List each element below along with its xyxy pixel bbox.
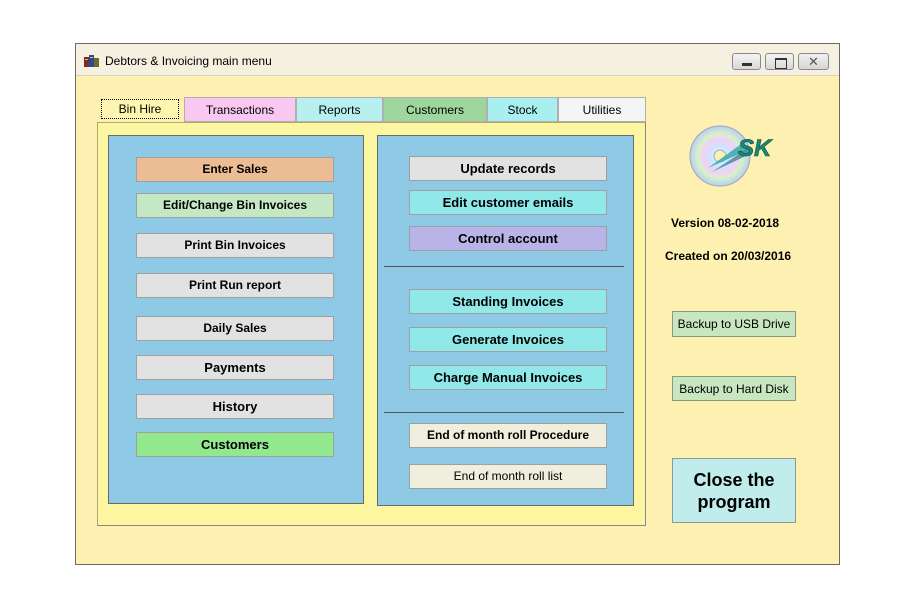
customers-button[interactable]: Customers [136,432,334,457]
version-label: Version 08-02-2018 [671,216,780,230]
close-icon: ✕ [808,54,819,69]
close-program-button[interactable]: Close the program [672,458,796,523]
payments-button[interactable]: Payments [136,355,334,380]
minimize-button[interactable] [732,53,761,70]
right-button-group: Update records Edit customer emails Cont… [377,135,634,506]
backup-usb-button[interactable]: Backup to USB Drive [672,311,796,337]
print-bin-invoices-button[interactable]: Print Bin Invoices [136,233,334,258]
control-account-button[interactable]: Control account [409,226,607,251]
daily-sales-button[interactable]: Daily Sales [136,316,334,341]
print-run-report-button[interactable]: Print Run report [136,273,334,298]
tab-utilities[interactable]: Utilities [558,97,646,122]
logo-text: SK [738,135,773,162]
maximize-button[interactable] [765,53,794,70]
group-divider [384,266,624,267]
close-window-button[interactable]: ✕ [798,53,829,70]
bin-hire-panel: Enter Sales Edit/Change Bin Invoices Pri… [97,122,646,526]
generate-invoices-button[interactable]: Generate Invoices [409,327,607,352]
standing-invoices-button[interactable]: Standing Invoices [409,289,607,314]
cd-disc-logo-icon: SK [689,125,773,187]
tab-stock[interactable]: Stock [487,97,558,122]
charge-manual-invoices-button[interactable]: Charge Manual Invoices [409,365,607,390]
title-bar[interactable]: Debtors & Invoicing main menu ✕ [76,44,839,76]
end-of-month-roll-procedure-button[interactable]: End of month roll Procedure [409,423,607,448]
group-divider [384,412,624,413]
close-program-line2: program [697,491,771,512]
enter-sales-button[interactable]: Enter Sales [136,157,334,182]
main-window: Debtors & Invoicing main menu ✕ Bin Hire… [75,43,840,565]
app-icon [84,55,99,67]
backup-hard-disk-button[interactable]: Backup to Hard Disk [672,376,796,401]
update-records-button[interactable]: Update records [409,156,607,181]
tab-bin-hire[interactable]: Bin Hire [101,99,179,119]
close-program-line1: Close the [693,469,775,490]
window-title: Debtors & Invoicing main menu [105,54,272,68]
edit-change-bin-invoices-button[interactable]: Edit/Change Bin Invoices [136,193,334,218]
tab-transactions[interactable]: Transactions [184,97,296,122]
history-button[interactable]: History [136,394,334,419]
end-of-month-roll-list-button[interactable]: End of month roll list [409,464,607,489]
tab-customers[interactable]: Customers [383,97,487,122]
tab-reports[interactable]: Reports [296,97,383,122]
left-button-group: Enter Sales Edit/Change Bin Invoices Pri… [108,135,364,504]
created-date-label: Created on 20/03/2016 [665,249,792,263]
edit-customer-emails-button[interactable]: Edit customer emails [409,190,607,215]
